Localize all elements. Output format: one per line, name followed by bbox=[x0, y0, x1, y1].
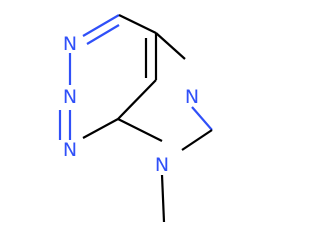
bond-c-fuse1-n7 bbox=[155, 32, 186, 60]
atom-n1-label: N bbox=[63, 33, 77, 55]
bond-n3-c-fuse2 bbox=[82, 118, 119, 139]
bond-c8-n9 bbox=[181, 129, 213, 151]
bond-c-top-c-fuse1 bbox=[118, 14, 157, 34]
bond-c-fuse1-c-fuse2 bbox=[144, 33, 158, 80]
atom-n7-label: N bbox=[185, 86, 199, 108]
bond-n9-methyl bbox=[160, 174, 166, 223]
bond-n1-c-top bbox=[82, 14, 120, 45]
structural-formula: N N N N N bbox=[58, 14, 213, 223]
atom-n3-label: N bbox=[63, 139, 77, 161]
atom-n2-label: N bbox=[63, 86, 77, 108]
bond-c-fuse2-ring-junction bbox=[117, 79, 157, 120]
atom-n9-label: N bbox=[155, 154, 169, 176]
bond-n7-c8 bbox=[191, 106, 213, 131]
bond-n2-n3 bbox=[58, 110, 72, 140]
bond-n9-c-fuse2 bbox=[117, 118, 163, 142]
